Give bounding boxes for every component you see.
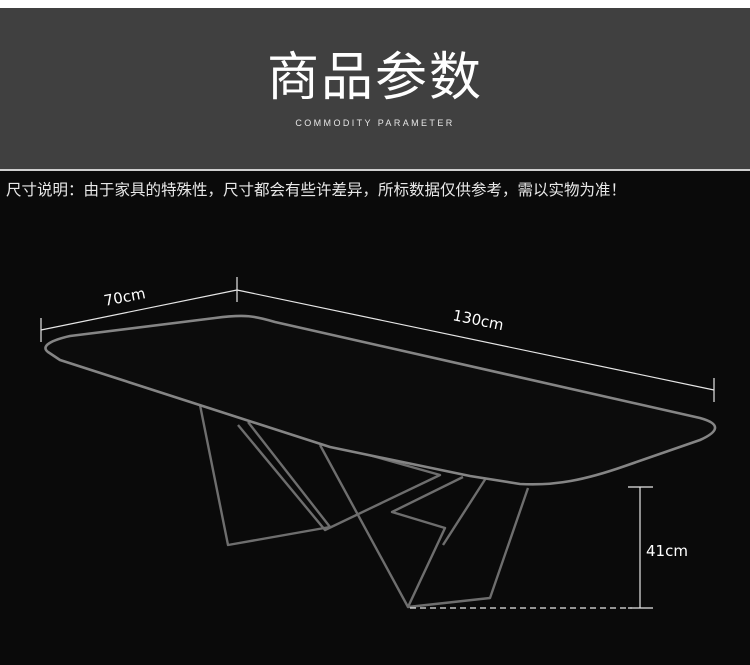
size-note: 尺寸说明：由于家具的特殊性，尺寸都会有些许差异，所标数据仅供参考，需以实物为准！: [6, 181, 627, 199]
table-top-outline: [44, 314, 717, 486]
leg-brace: [441, 477, 488, 546]
length-dimension: [236, 289, 715, 402]
table-top: [44, 314, 717, 486]
leg-right: [318, 444, 464, 609]
top-strip: [0, 0, 750, 8]
page-title: 商品参数: [266, 48, 483, 108]
leg-right-outer: [407, 487, 530, 609]
length-label: 130cm: [451, 306, 505, 334]
height-label: 41cm: [646, 542, 688, 560]
height-dimension: [410, 486, 653, 609]
table-legs: [198, 404, 530, 609]
page-subtitle: COMMODITY PARAMETER: [295, 118, 455, 128]
leg-left: [198, 404, 332, 547]
width-dimension: [40, 277, 238, 342]
width-label: 70cm: [102, 284, 147, 310]
parameter-header: 商品参数 COMMODITY PARAMETER: [0, 8, 750, 170]
header-divider: [0, 169, 750, 171]
